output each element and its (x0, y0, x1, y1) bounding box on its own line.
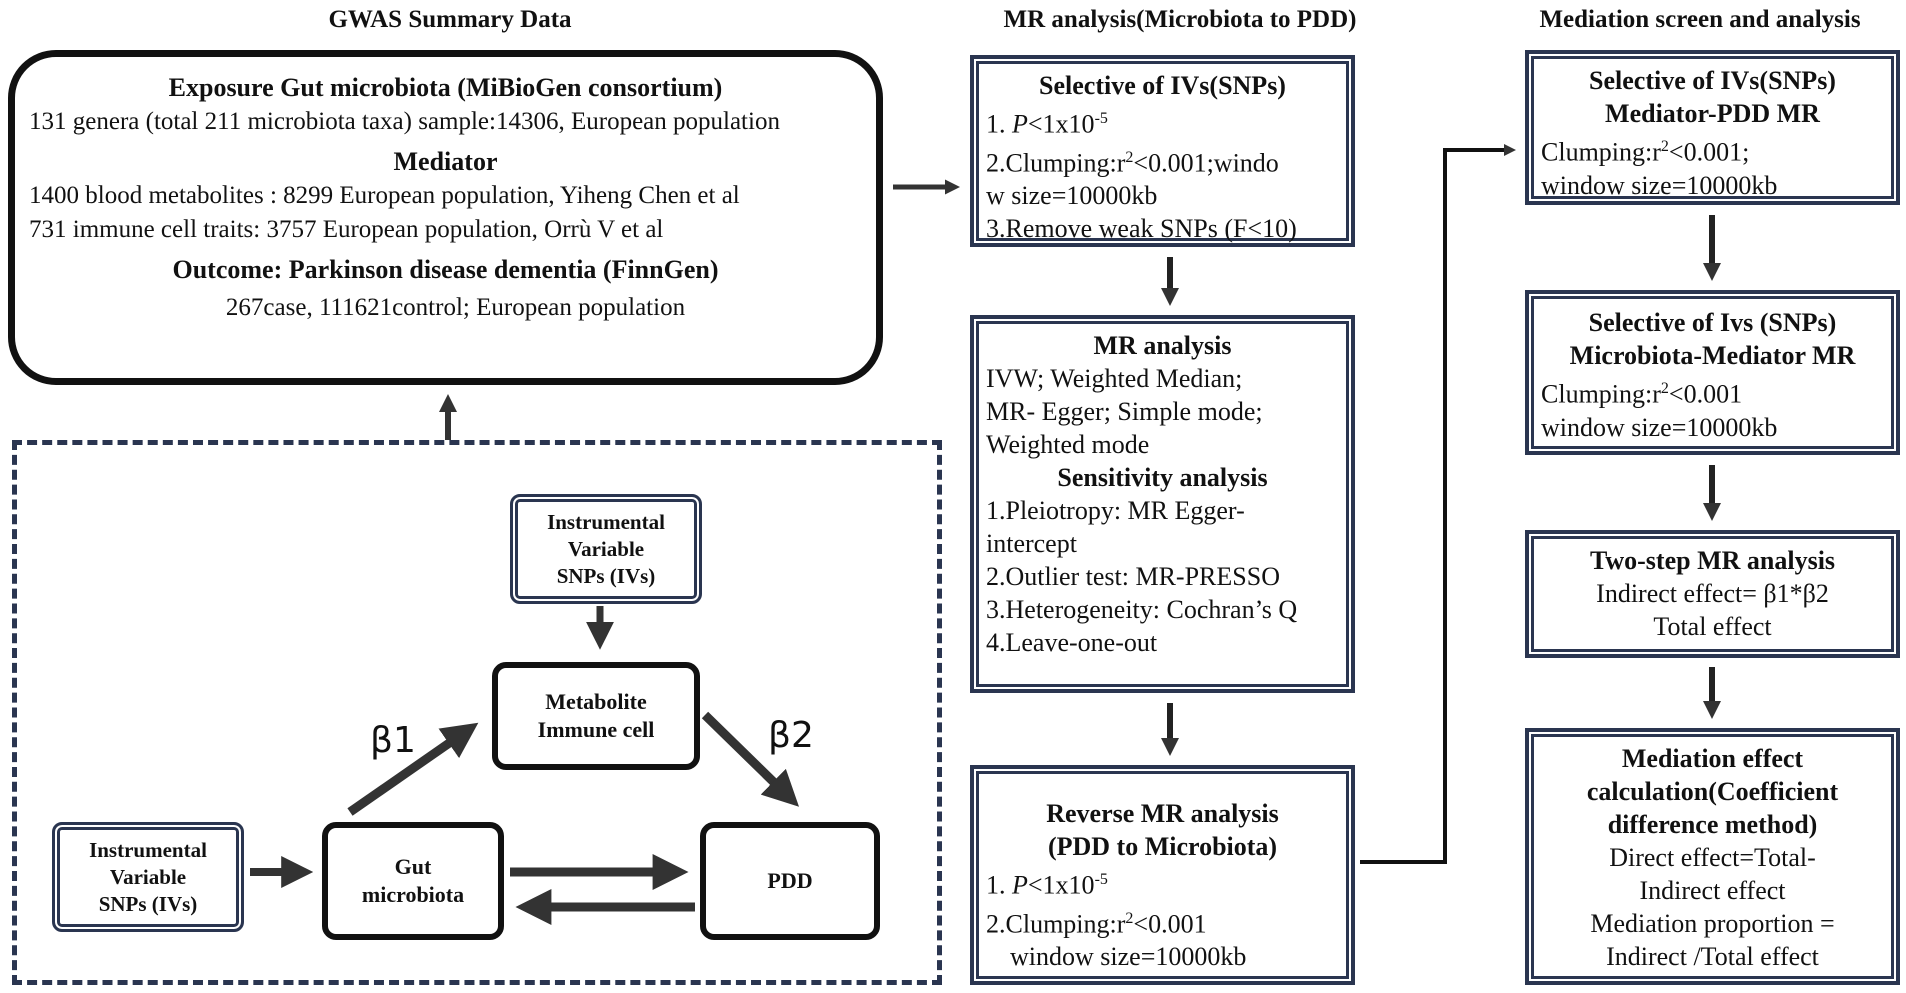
med-b2-l1-sup: 2 (1660, 380, 1669, 397)
mr-sel-l2-b: <0.001;windo (1133, 148, 1279, 178)
iv-node-top: Instrumental Variable SNPs (IVs) (510, 494, 702, 604)
rev-l1-rest: <1x10 (1027, 870, 1095, 900)
med-box1-title2: Mediator-PDD MR (1605, 99, 1820, 128)
reverse-title2: (PDD to Microbiota) (1047, 832, 1278, 861)
mr-analysis-line1: IVW; Weighted Median; (986, 364, 1243, 393)
header-mediation: Mediation screen and analysis (1539, 6, 1861, 33)
exposure-text: 131 genera (total 211 microbiota taxa) s… (29, 108, 780, 135)
beta1-label: β1 (370, 720, 416, 761)
med-box4-title1: Mediation effect (1621, 744, 1804, 773)
mr-sel-l1-exp: -5 (1094, 110, 1108, 127)
mediator-node: Metabolite Immune cell (492, 662, 700, 770)
reverse-title1: Reverse MR analysis (1046, 799, 1279, 828)
iv-node-left: Instrumental Variable SNPs (IVs) (52, 822, 244, 932)
mediator-node-line2: Immune cell (537, 717, 655, 742)
sensitivity-line2: intercept (986, 529, 1077, 558)
mr-sel-l1-rest: <1x10 (1027, 109, 1095, 139)
med-box2-title2: Microbiota-Mediator MR (1569, 341, 1856, 370)
med-box3-title: Two-step MR analysis (1589, 546, 1836, 575)
med-box4-title3: difference method) (1607, 810, 1818, 839)
iv-left-line3: SNPs (IVs) (98, 891, 198, 916)
med-box4-line2: Indirect effect (1639, 876, 1786, 905)
arrow-reverse-to-mediation (1360, 144, 1516, 864)
mr-selective-line3: w size=10000kb (986, 181, 1158, 211)
arrow-mediator-to-pdd-beta2 (701, 711, 800, 807)
rev-l2-a: 2.Clumping:r (986, 909, 1126, 939)
arrow-gut-to-mediator-beta1 (347, 722, 479, 816)
pdd-node-label: PDD (767, 868, 813, 893)
med-box4-line4: Indirect /Total effect (1606, 942, 1819, 971)
outcome-title: Outcome: Parkinson disease dementia (Fin… (172, 255, 719, 284)
sensitivity-line1: 1.Pleiotropy: MR Egger- (986, 496, 1245, 525)
med-box3-line2: Total effect (1653, 612, 1772, 641)
med-box3-line1: Indirect effect= β1*β2 (1596, 579, 1829, 608)
mr-selective-ivs-box: Selective of IVs(SNPs) 1. P<1x10-5 2.Clu… (970, 55, 1355, 247)
med-box2-line2: window size=10000kb (1541, 412, 1778, 442)
med-box4-line1: Direct effect=Total- (1609, 843, 1816, 872)
reverse-line1: 1. P<1x10-5 (986, 863, 1339, 902)
gwas-summary-box: Exposure Gut microbiota (MiBioGen consor… (8, 50, 883, 385)
sensitivity-title: Sensitivity analysis (1057, 463, 1268, 492)
rev-l1-p: P (1012, 870, 1028, 900)
med-box1-title1: Selective of IVs(SNPs) (1589, 66, 1836, 95)
med-b1-l1-a: Clumping:r (1541, 137, 1661, 167)
mediator-title: Mediator (393, 147, 498, 176)
med-b2-l1-b: <0.001 (1668, 379, 1743, 409)
mediator-node-line1: Metabolite (545, 689, 647, 714)
microbiota-mediator-box: Selective of Ivs (SNPs) Microbiota-Media… (1525, 290, 1900, 455)
rev-l2-sup: 2 (1125, 909, 1134, 927)
mr-sel-l1-num: 1. (986, 109, 1012, 139)
iv-top-line1: Instrumental (547, 509, 665, 534)
outcome-text: 267case, 111621control; European populat… (225, 294, 686, 321)
mr-sel-l2-sup: 2 (1125, 148, 1134, 166)
mr-analysis-title: MR analysis (1093, 331, 1232, 360)
reverse-mr-box: Reverse MR analysis (PDD to Microbiota) … (970, 765, 1355, 985)
mediation-model-frame (12, 440, 942, 985)
med-b1-l1-sup: 2 (1660, 138, 1669, 155)
med-box1-line1: Clumping:r2<0.001; (1541, 130, 1884, 169)
exposure-title: Exposure Gut microbiota (MiBioGen consor… (168, 73, 723, 102)
rev-l2-b: <0.001 (1133, 909, 1207, 939)
iv-left-line2: Variable (109, 864, 187, 889)
two-step-mr-box: Two-step MR analysis Indirect effect= β1… (1525, 530, 1900, 658)
iv-top-line3: SNPs (IVs) (556, 563, 656, 588)
med-box4-line3: Mediation proportion = (1590, 909, 1835, 938)
med-b2-l1-a: Clumping:r (1541, 379, 1661, 409)
gut-microbiota-node: Gut microbiota (322, 822, 504, 940)
mr-analysis-line2: MR- Egger; Simple mode; (986, 397, 1263, 426)
mr-sel-l2-a: 2.Clumping:r (986, 148, 1126, 178)
sensitivity-line5: 4.Leave-one-out (986, 628, 1158, 657)
gut-node-line1: Gut (394, 854, 432, 879)
header-mr: MR analysis(Microbiota to PDD) (1003, 6, 1357, 33)
mr-selective-line4: 3.Remove weak SNPs (F<10) (986, 214, 1297, 244)
mediation-effect-box: Mediation effect calculation(Coefficient… (1525, 728, 1900, 985)
mr-selective-title: Selective of IVs(SNPs) (1039, 71, 1286, 100)
mediator-pdd-box: Selective of IVs(SNPs) Mediator-PDD MR C… (1525, 50, 1900, 205)
rev-l1-num: 1. (986, 870, 1012, 900)
med-b1-l1-b: <0.001; (1668, 137, 1750, 167)
mr-sel-l1-p: P (1012, 109, 1028, 139)
mr-analysis-box: MR analysis IVW; Weighted Median; MR- Eg… (970, 315, 1355, 693)
reverse-line3: window size=10000kb (1010, 942, 1247, 972)
med-box1-line2: window size=10000kb (1541, 170, 1778, 200)
iv-left-line1: Instrumental (89, 837, 207, 862)
mr-analysis-line3: Weighted mode (986, 430, 1150, 459)
med-box2-line1: Clumping:r2<0.001 (1541, 372, 1884, 411)
sensitivity-line4: 3.Heterogeneity: Cochran’s Q (986, 595, 1298, 624)
med-box2-title1: Selective of Ivs (SNPs) (1588, 308, 1837, 337)
mediator-immune: 731 immune cell traits: 3757 European po… (29, 216, 664, 243)
mr-selective-line1: 1. P<1x10-5 (986, 102, 1339, 141)
beta2-label: β2 (768, 715, 814, 756)
iv-top-line2: Variable (567, 536, 645, 561)
mediator-metabolites: 1400 blood metabolites : 8299 European p… (29, 182, 740, 209)
med-box4-title2: calculation(Coefficient (1586, 777, 1839, 806)
reverse-line2: 2.Clumping:r2<0.001 (986, 902, 1339, 941)
gut-node-line2: microbiota (361, 882, 465, 907)
sensitivity-line3: 2.Outlier test: MR-PRESSO (986, 562, 1280, 591)
header-gwas: GWAS Summary Data (328, 6, 572, 33)
pdd-node: PDD (700, 822, 880, 940)
rev-l1-exp: -5 (1094, 871, 1108, 888)
mr-selective-line2: 2.Clumping:r2<0.001;windo (986, 141, 1339, 180)
